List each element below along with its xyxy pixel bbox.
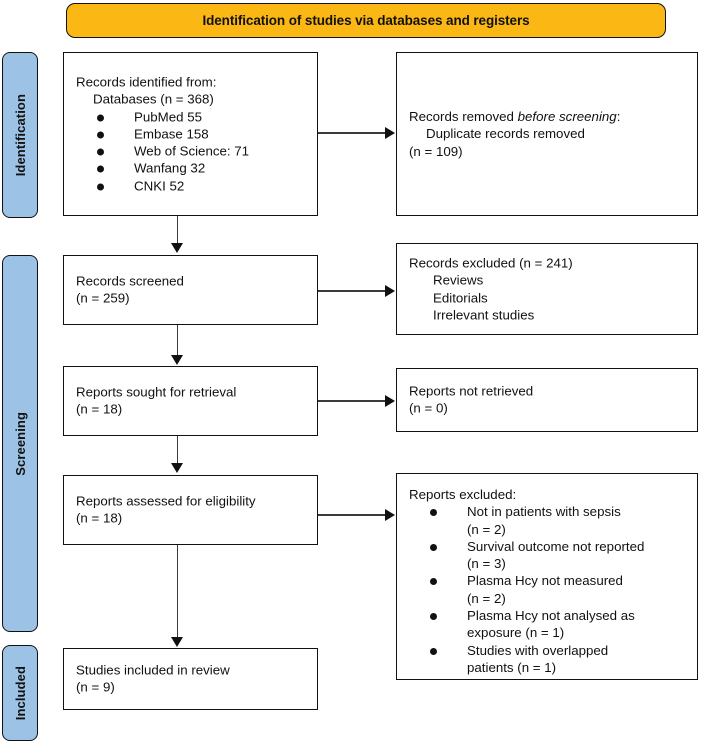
reports-sought-label: Reports sought for retrieval [76,384,237,400]
reports-sought-count: (n = 18) [76,402,123,417]
list-item: Editorials [433,290,488,305]
list-item-count: (n = 2) [467,521,506,537]
connector-line-assessed-to-excluded [318,514,386,516]
records-removed-heading-prefix: Records removed [409,109,518,125]
records-screened-count: (n = 259) [76,291,130,306]
box-studies-included-content: Studies included in review (n = 9) [76,662,311,697]
box-records-removed: Records removed before screening: Duplic… [396,52,698,216]
list-item-count: (n = 2) [467,590,506,606]
connector-line-sought-to-not-retrieved [318,400,386,402]
studies-included-count: (n = 9) [76,680,115,695]
connector-arrow-identified-to-screened [170,243,183,253]
list-item: Wanfang 32 [76,160,311,177]
connector-arrow-sought-to-not-retrieved [385,394,395,407]
box-reports-assessed-content: Reports assessed for eligibility (n = 18… [76,493,311,528]
box-records-excluded: Records excluded (n = 241) Reviews Edito… [396,243,698,335]
list-item: Web of Science: 71 [76,143,311,160]
list-item: Studies with overlapped [409,642,691,659]
connector-line-sought-to-assessed [176,436,179,464]
records-removed-heading: Records removed before screening: [409,108,691,125]
records-identified-heading: Records identified from: [76,74,217,90]
box-records-identified: Records identified from: Databases (n = … [63,52,318,216]
list-item: Plasma Hcy not measured [409,572,691,589]
list-item: Embase 158 [76,125,311,142]
box-records-excluded-content: Records excluded (n = 241) Reviews Edito… [409,254,691,323]
records-removed-heading-italic: before screening [517,109,617,125]
list-item: Not in patients with sepsis [409,503,691,520]
studies-included-label: Studies included in review [76,662,230,678]
box-reports-sought: Reports sought for retrieval (n = 18) [63,366,318,436]
box-records-screened: Records screened (n = 259) [63,255,318,325]
box-reports-excluded-content: Reports excluded: Not in patients with s… [409,486,691,676]
reports-not-retrieved-label: Reports not retrieved [409,383,534,399]
phase-label-screening: Screening [2,255,38,632]
records-excluded-label: Records excluded (n = 241) [409,255,573,271]
records-removed-heading-suffix: : [616,109,621,125]
banner-title: Identification of studies via databases … [202,13,530,28]
reports-assessed-label: Reports assessed for eligibility [76,493,256,509]
connector-arrow-identified-to-removed [385,126,395,139]
connector-line-identified-to-screened [176,216,179,244]
records-identified-source-list: PubMed 55 Embase 158 Web of Science: 71 … [76,108,311,194]
list-item: Survival outcome not reported [409,538,691,555]
records-screened-label: Records screened [76,273,184,289]
phase-label-identification-text: Identification [12,93,28,177]
connector-arrow-screened-to-excluded [385,284,395,297]
reports-not-retrieved-count: (n = 0) [409,401,448,416]
records-identified-subheading: Databases (n = 368) [93,91,214,107]
connector-arrow-assessed-to-excluded [385,508,395,521]
phase-label-identification: Identification [2,52,38,218]
reports-excluded-heading: Reports excluded: [409,487,517,502]
connector-arrow-assessed-to-included [170,637,183,647]
diagram-banner: Identification of studies via databases … [66,3,666,38]
list-item: Irrelevant studies [433,307,535,323]
connector-arrow-sought-to-assessed [170,463,183,473]
connector-arrow-screened-to-sought [170,355,183,365]
box-records-identified-content: Records identified from: Databases (n = … [76,74,311,195]
records-excluded-reason-list: Reviews Editorials Irrelevant studies [409,272,691,324]
records-removed-count: (n = 109) [409,143,463,159]
list-item-count: exposure (n = 1) [467,625,565,641]
records-removed-detail: Duplicate records removed [426,126,585,142]
reports-assessed-count: (n = 18) [76,511,123,526]
list-item: CNKI 52 [76,177,311,194]
list-item: Reviews [433,272,484,288]
box-records-screened-content: Records screened (n = 259) [76,273,311,308]
box-reports-assessed: Reports assessed for eligibility (n = 18… [63,475,318,545]
phase-label-included: Included [2,645,38,741]
box-studies-included: Studies included in review (n = 9) [63,648,318,710]
list-item-count: patients (n = 1) [467,659,557,675]
list-item-count: (n = 3) [467,556,506,572]
box-reports-excluded: Reports excluded: Not in patients with s… [396,473,698,680]
box-reports-not-retrieved: Reports not retrieved (n = 0) [396,368,698,432]
list-item: PubMed 55 [76,108,311,125]
reports-excluded-reason-list: Not in patients with sepsis (n = 2) Surv… [409,503,691,676]
box-records-removed-content: Records removed before screening: Duplic… [409,108,691,160]
connector-line-assessed-to-included [176,545,179,638]
box-reports-not-retrieved-content: Reports not retrieved (n = 0) [409,383,691,418]
connector-line-screened-to-sought [176,325,179,355]
connector-line-identified-to-removed [318,132,386,134]
connector-line-screened-to-excluded [318,290,386,292]
phase-label-included-text: Included [12,665,28,721]
phase-label-screening-text: Screening [12,411,28,476]
box-reports-sought-content: Reports sought for retrieval (n = 18) [76,384,311,419]
list-item: Plasma Hcy not analysed as [409,607,691,624]
